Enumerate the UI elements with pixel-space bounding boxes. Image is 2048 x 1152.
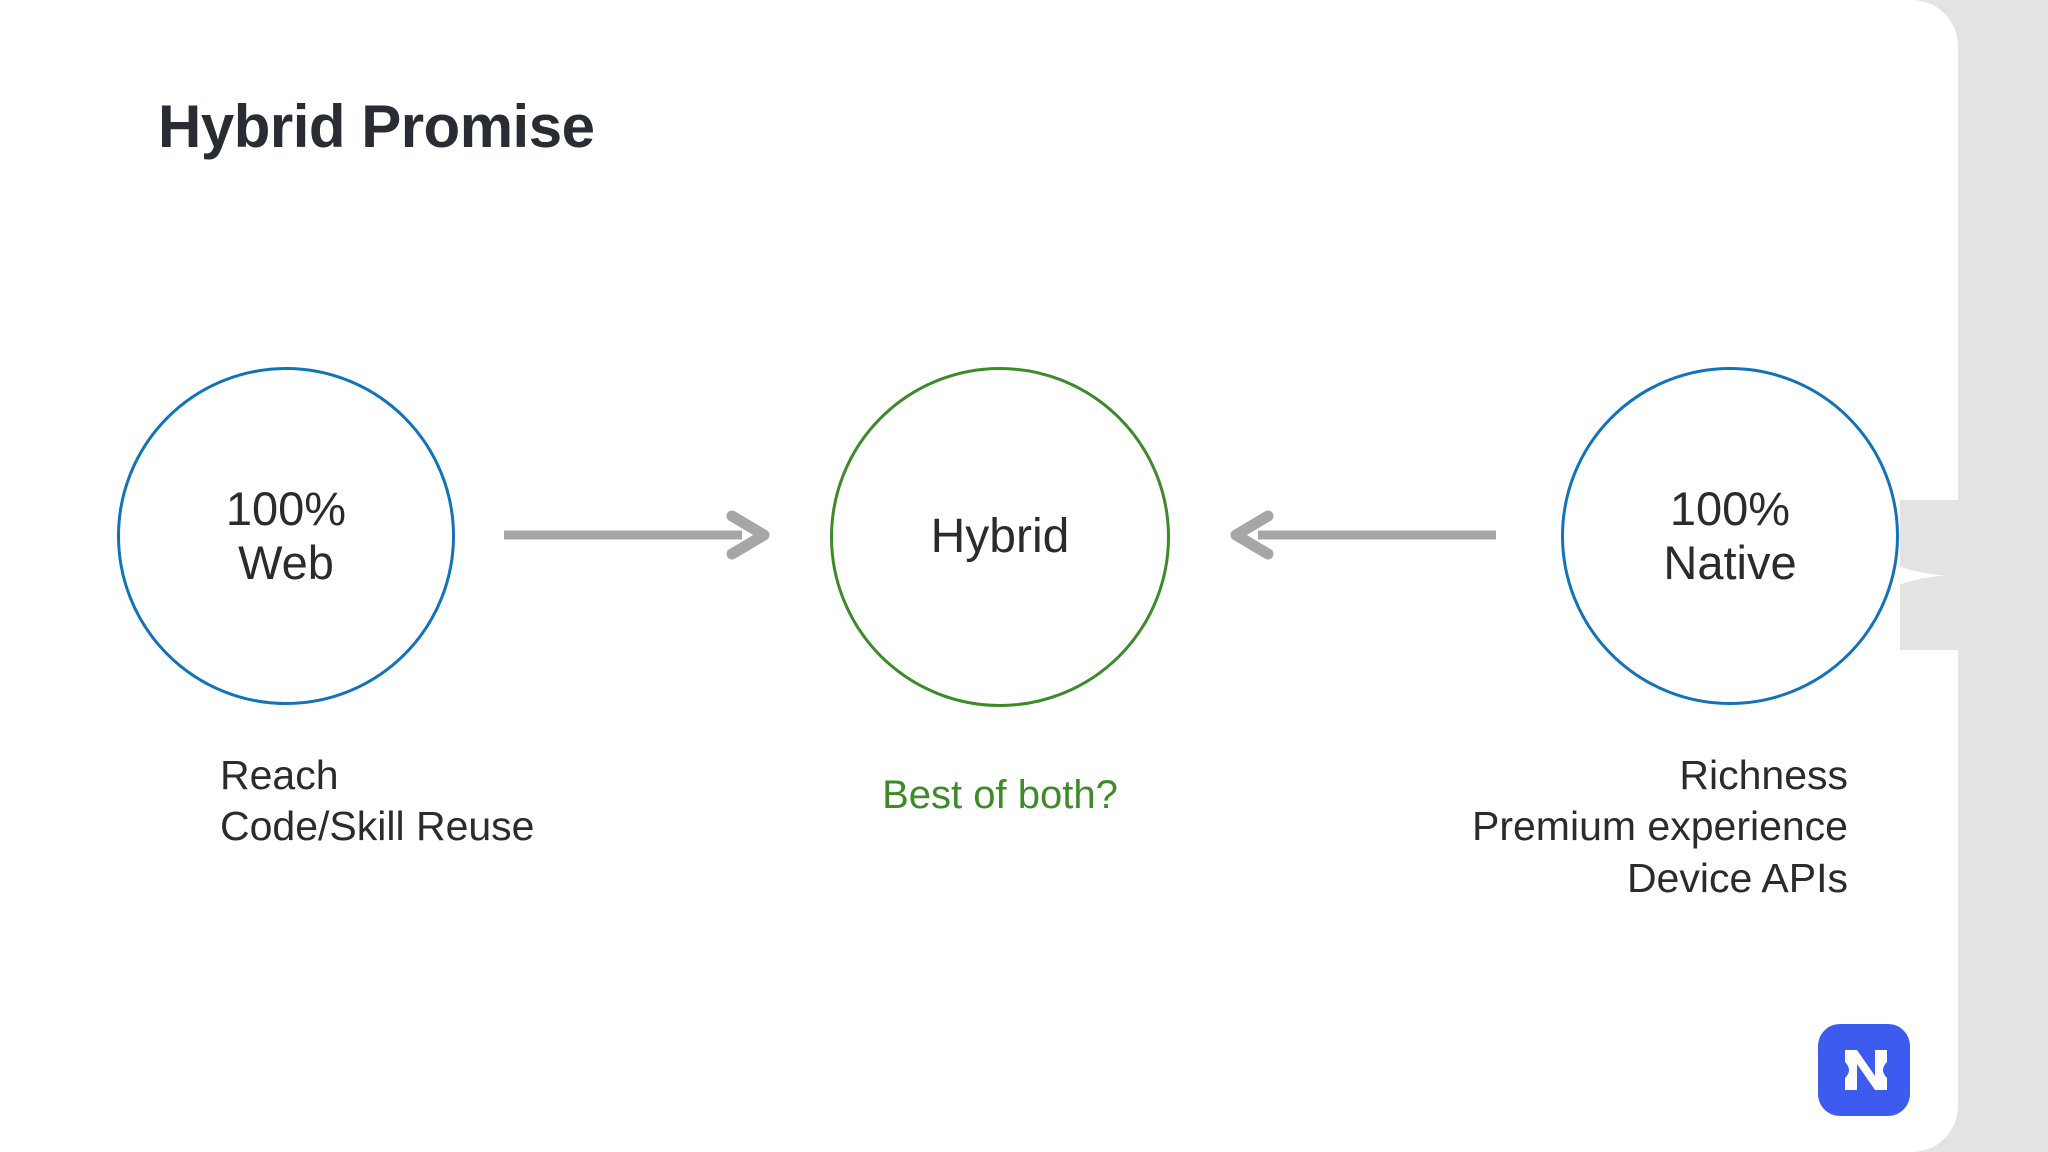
node-label-hybrid: Hybrid — [930, 509, 1070, 563]
page-title: Hybrid Promise — [158, 93, 595, 160]
nativescript-logo-icon — [1818, 1024, 1910, 1116]
node-circle-web: 100% Web — [117, 367, 455, 705]
node-caption-hybrid: Best of both? — [882, 773, 1118, 817]
node-circle-hybrid: Hybrid — [830, 367, 1170, 707]
arrow-left-icon — [1225, 510, 1500, 565]
node-label-web: 100% Web — [225, 482, 347, 589]
node-circle-native: 100% Native — [1561, 367, 1899, 705]
node-caption-web: Reach Code/Skill Reuse — [220, 752, 535, 850]
arrow-right-icon — [500, 510, 775, 565]
node-label-native: 100% Native — [1663, 482, 1797, 589]
node-caption-native: Richness Premium experience Device APIs — [1472, 752, 1848, 901]
